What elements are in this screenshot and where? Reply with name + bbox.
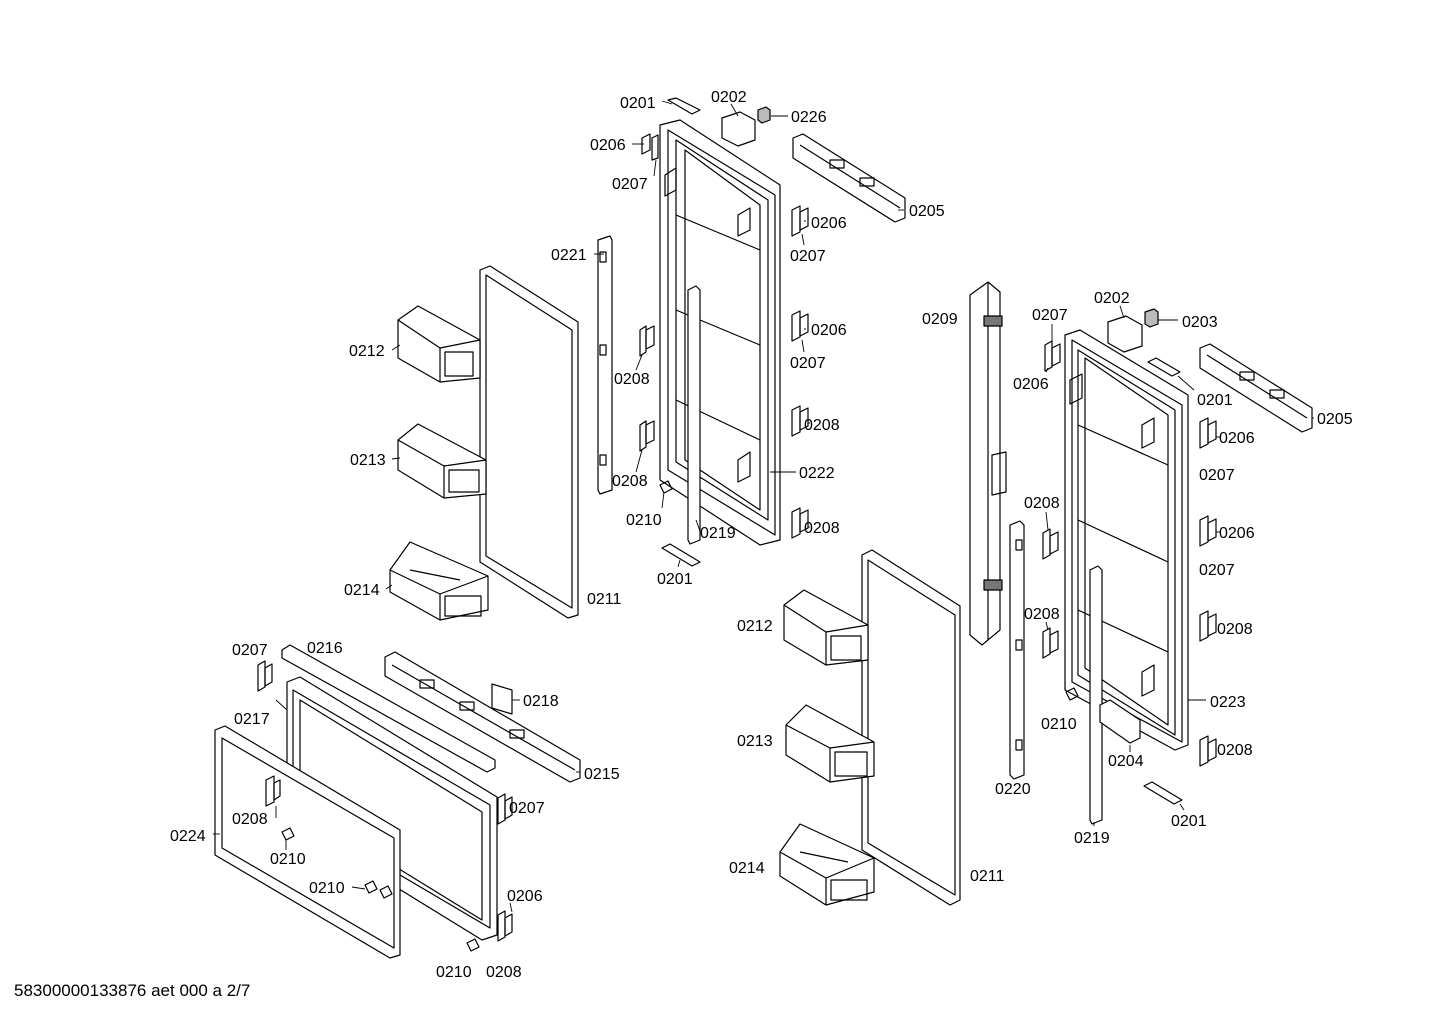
- right-door-hinge-bracket-0205: [1199, 343, 1313, 433]
- callout-0201-c: 0201: [1197, 392, 1233, 409]
- callout-0208-a: 0208: [614, 371, 650, 388]
- callout-0208-f: 0208: [1024, 606, 1060, 623]
- drawer-handle-0216: [281, 644, 496, 773]
- callout-0201-d: 0201: [1171, 813, 1207, 830]
- callout-0210-b: 0210: [1041, 716, 1077, 733]
- callout-0219-a: 0219: [700, 525, 736, 542]
- callout-0207-f: 0207: [1199, 562, 1235, 579]
- callout-0214-a: 0214: [344, 582, 380, 599]
- right-door-shelf-0213: [785, 704, 875, 783]
- left-door-top-cap-0202: [721, 106, 771, 147]
- drawer-rail-0215: [384, 651, 581, 783]
- left-door-shelf-0214: [389, 541, 489, 621]
- callout-0221: 0221: [551, 247, 587, 264]
- right-door-top-cap-0202: [1107, 308, 1159, 353]
- right-door-shelf-0212: [783, 589, 869, 666]
- callout-0209: 0209: [922, 311, 958, 328]
- callout-0208-c: 0208: [612, 473, 648, 490]
- callout-0211-b: 0211: [970, 868, 1005, 885]
- callout-0207-e: 0207: [1199, 467, 1235, 484]
- callout-0213-b: 0213: [737, 733, 773, 750]
- callout-0207-g: 0207: [232, 642, 268, 659]
- callout-0210-c: 0210: [270, 851, 306, 868]
- callout-0203: 0203: [1182, 314, 1218, 331]
- callout-0224: 0224: [170, 828, 206, 845]
- callout-0210-a: 0210: [626, 512, 662, 529]
- callout-0222: 0222: [799, 465, 835, 482]
- callout-0211-a: 0211: [587, 591, 622, 608]
- left-door-strip-0219: [687, 285, 701, 545]
- right-door-small-parts: [1042, 340, 1217, 805]
- callout-0206-e: 0206: [1219, 430, 1255, 447]
- callout-0204: 0204: [1108, 753, 1144, 770]
- callout-0207-h: 0207: [509, 800, 545, 817]
- right-door-gasket: [861, 549, 961, 906]
- callout-0210-e: 0210: [436, 964, 472, 981]
- callout-0202-b: 0202: [1094, 290, 1130, 307]
- callout-0206-g: 0206: [507, 888, 543, 905]
- callout-0208-h: 0208: [1217, 742, 1253, 759]
- callout-0206-c: 0206: [811, 322, 847, 339]
- right-door-handle-0209: [969, 281, 1007, 646]
- leader-lines: [213, 100, 1314, 913]
- drawer-small-parts: [257, 660, 513, 952]
- callout-0202-a: 0202: [711, 89, 747, 106]
- right-door-strip-0220: [1009, 520, 1025, 780]
- callout-0216: 0216: [307, 640, 343, 657]
- callout-0208-d: 0208: [804, 520, 840, 537]
- callout-0206-d: 0206: [1013, 376, 1049, 393]
- callout-0208-i: 0208: [232, 811, 268, 828]
- callout-0206-b: 0206: [811, 215, 847, 232]
- right-door-bottom-cap-0204: [1099, 699, 1141, 744]
- callout-0206-f: 0206: [1219, 525, 1255, 542]
- callout-0208-g: 0208: [1217, 621, 1253, 638]
- left-door-hinge-bracket-0205: [792, 133, 906, 223]
- callout-0207-b: 0207: [790, 248, 826, 265]
- left-door-frame: [659, 119, 781, 546]
- left-door-shelf-0212: [397, 305, 481, 383]
- callout-0212-b: 0212: [737, 618, 773, 635]
- callout-0201-a: 0201: [620, 95, 656, 112]
- callout-0208-j: 0208: [486, 964, 522, 981]
- callout-0212-a: 0212: [349, 343, 385, 360]
- callout-0217: 0217: [234, 711, 270, 728]
- callout-0220: 0220: [995, 781, 1031, 798]
- callout-0214-b: 0214: [729, 860, 765, 877]
- callout-0205-a: 0205: [909, 203, 945, 220]
- left-door-gasket: [479, 265, 579, 619]
- left-door-shelf-0213: [397, 423, 487, 499]
- right-door-frame: [1064, 329, 1189, 751]
- callout-labels: 0201 0202 0226 0206 0207 0205 0206 0207 …: [170, 89, 1353, 981]
- callout-0215: 0215: [584, 766, 620, 783]
- callout-0226: 0226: [791, 109, 827, 126]
- right-door-shelf-0214: [779, 823, 875, 906]
- callout-0219-b: 0219: [1074, 830, 1110, 847]
- callout-0201-b: 0201: [657, 571, 693, 588]
- callout-0208-e: 0208: [1024, 495, 1060, 512]
- drawer-plate-0218: [491, 683, 513, 715]
- callout-0208-b: 0208: [804, 417, 840, 434]
- left-door-strip-0221: [597, 235, 613, 495]
- callout-0218: 0218: [523, 693, 559, 710]
- callout-0207-c: 0207: [790, 355, 826, 372]
- document-id: 58300000133876 aet 000 a 2/7: [14, 981, 251, 1000]
- right-door-strip-0219: [1089, 565, 1103, 825]
- callout-0207-a: 0207: [612, 176, 648, 193]
- callout-0210-d: 0210: [309, 880, 345, 897]
- callout-0213-a: 0213: [350, 452, 386, 469]
- drawer-gasket-0224: [214, 725, 401, 959]
- callout-0207-d: 0207: [1032, 307, 1068, 324]
- callout-0223: 0223: [1210, 694, 1246, 711]
- callout-0205-b: 0205: [1317, 411, 1353, 428]
- callout-0206-a: 0206: [590, 137, 626, 154]
- left-door-small-parts: [639, 97, 809, 567]
